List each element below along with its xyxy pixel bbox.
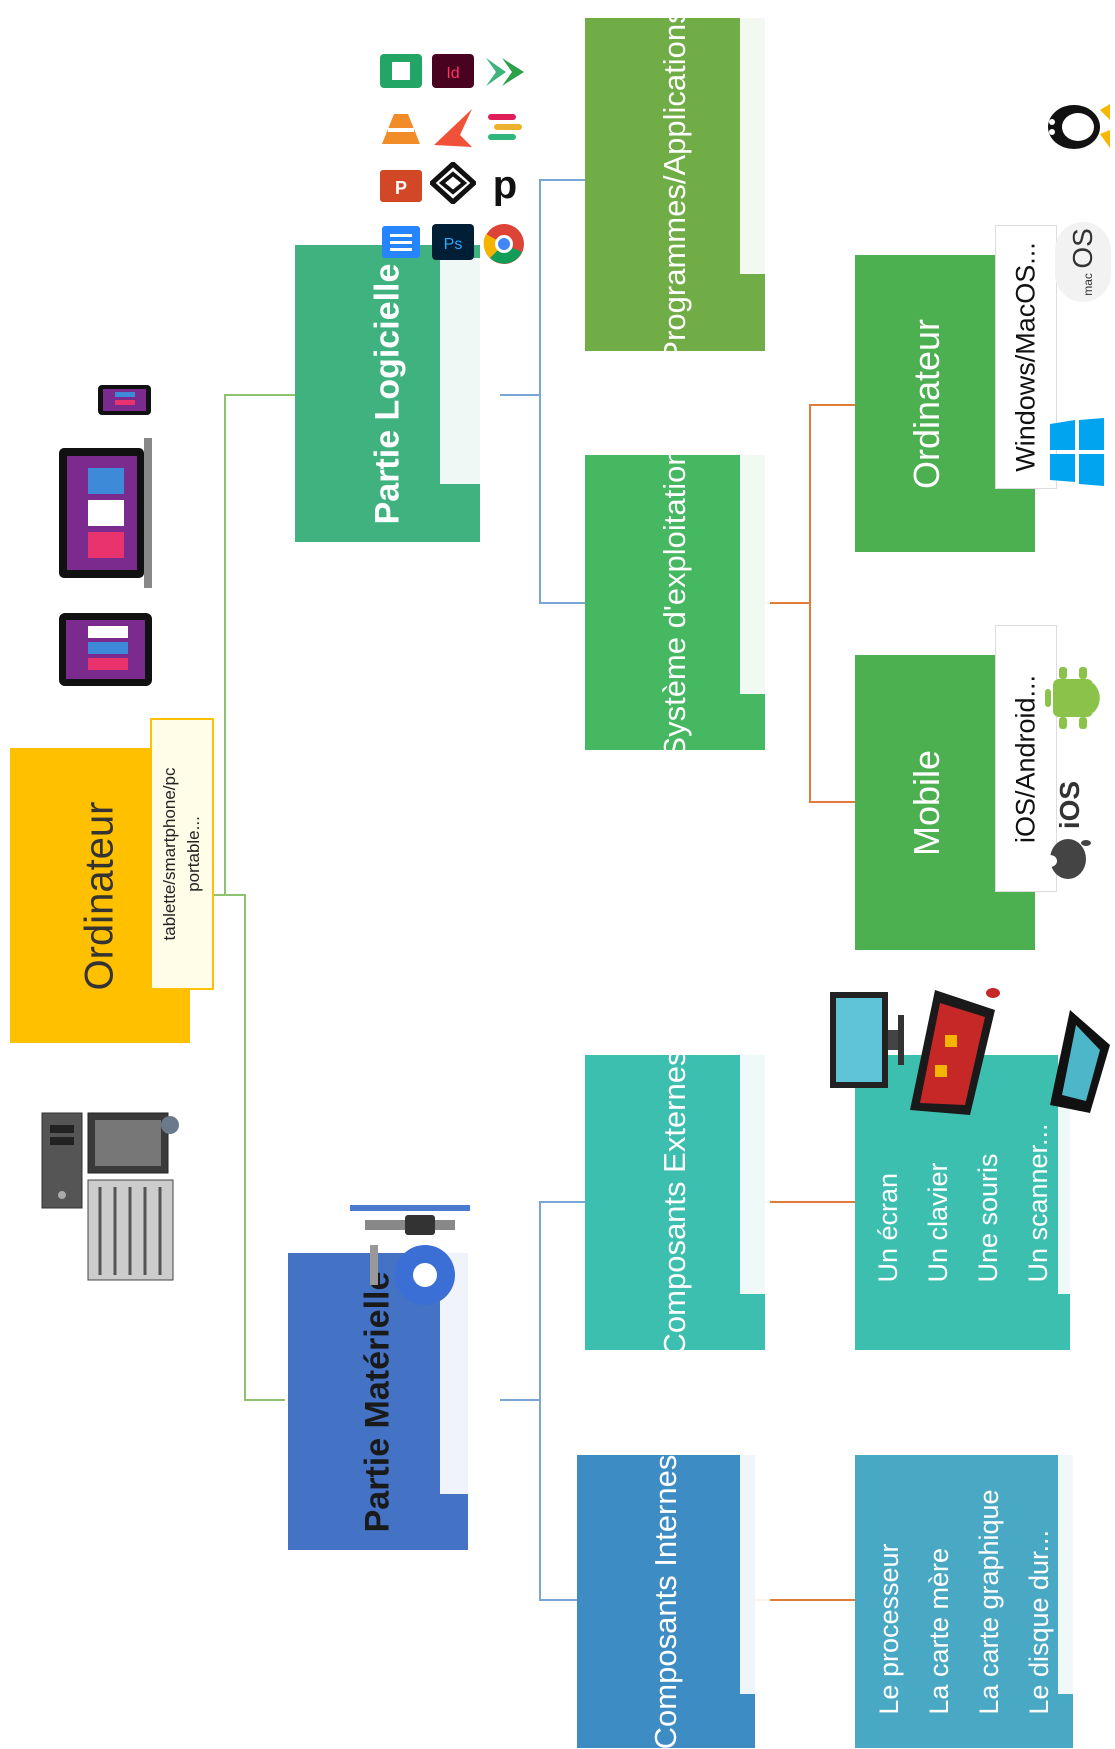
os-computer-examples-tab: Windows/MacOS... bbox=[995, 225, 1057, 489]
software-tab bbox=[440, 258, 498, 484]
apple-icon bbox=[1043, 839, 1091, 879]
internal-item-2: La carte mère bbox=[924, 1547, 954, 1715]
internal-item-4: Le disque dur... bbox=[1024, 1529, 1054, 1715]
docs-icon bbox=[382, 226, 420, 258]
root-note-line1: tablette/smartphone/pc bbox=[160, 767, 179, 941]
external-item-3: Une souris bbox=[972, 1152, 1003, 1283]
root-note: tablette/smartphone/pc portable... bbox=[150, 718, 214, 990]
indesign-icon: Id bbox=[432, 54, 474, 88]
macos-small-label: mac bbox=[1081, 273, 1095, 296]
photoshop-label: Ps bbox=[444, 236, 463, 253]
external-item-2: Un clavier bbox=[922, 1162, 953, 1283]
keyboard-icon bbox=[910, 988, 1000, 1115]
macos-icon: mac OS bbox=[1055, 222, 1111, 302]
sheets-icon bbox=[380, 54, 422, 88]
hardware-tab bbox=[440, 1222, 498, 1494]
external-title: Composants Externes bbox=[657, 1050, 692, 1355]
os-mobile-examples-tab: iOS/Android... bbox=[995, 625, 1057, 892]
programs-node: Programmes/Applications bbox=[585, 8, 765, 361]
pandora-label: p bbox=[493, 163, 517, 206]
tools-icon bbox=[350, 1205, 470, 1305]
os-computer-examples: Windows/MacOS... bbox=[1010, 242, 1041, 472]
connector-software bbox=[500, 179, 585, 396]
vectornator-icon bbox=[486, 58, 524, 86]
internal-tab bbox=[740, 1422, 770, 1694]
vlc-icon bbox=[382, 114, 420, 144]
connector-os bbox=[765, 404, 855, 604]
software-title: Partie Logicielle bbox=[368, 263, 406, 524]
programs-tab bbox=[740, 5, 770, 274]
programs-title: Programmes/Applications bbox=[657, 7, 692, 362]
linux-tux-icon bbox=[1048, 104, 1110, 149]
internal-title: Composants Internes bbox=[648, 1454, 683, 1749]
os-title: Système d'exploitation bbox=[657, 447, 692, 758]
internal-node: Composants Internes bbox=[577, 1454, 755, 1749]
macos-big-label: OS bbox=[1067, 228, 1098, 269]
internal-list-tab bbox=[1058, 1422, 1088, 1694]
internal-list-node: Le processeur La carte mère La carte gra… bbox=[855, 1455, 1073, 1748]
connector-hardware bbox=[500, 1201, 585, 1401]
internal-list: Le processeur La carte mère La carte gra… bbox=[864, 1489, 1064, 1714]
external-list: Un écran Un clavier Une souris Un scanne… bbox=[863, 1123, 1063, 1282]
root-note-line2: portable... bbox=[184, 816, 203, 892]
photoshop-icon: Ps bbox=[432, 224, 474, 260]
connector-os-mobile bbox=[809, 603, 855, 803]
swift-icon bbox=[434, 109, 472, 147]
desktop-computer-icon bbox=[41, 1112, 179, 1281]
os-computer-title: Ordinateur bbox=[906, 318, 947, 489]
smartphone-icon bbox=[98, 385, 151, 415]
powerpoint-label: P bbox=[395, 178, 407, 198]
hardware-node: Partie Matérielle bbox=[288, 1253, 468, 1550]
laptop-icon bbox=[59, 438, 152, 588]
root-title: Ordinateur bbox=[77, 801, 122, 990]
os-node: Système d'exploitation bbox=[585, 448, 765, 757]
windows-icon bbox=[1050, 418, 1104, 486]
connector-software-os bbox=[539, 395, 585, 604]
slack-icon bbox=[488, 114, 522, 140]
external-item-1: Un écran bbox=[872, 1172, 903, 1283]
pandora-icon: p bbox=[493, 163, 517, 206]
indesign-label: Id bbox=[446, 65, 459, 82]
android-icon bbox=[1045, 667, 1100, 729]
scanner-tablet-icon bbox=[1050, 1010, 1110, 1113]
external-item-4: Un scanner... bbox=[1022, 1122, 1053, 1283]
robinhood-icon bbox=[430, 162, 476, 204]
apple-ios-icon: iOS bbox=[1040, 775, 1100, 885]
connector-hardware-int bbox=[539, 1400, 580, 1601]
tablet-icon bbox=[59, 613, 152, 686]
external-node: Composants Externes bbox=[585, 1050, 765, 1355]
external-tab bbox=[740, 1022, 770, 1294]
monitor-icon bbox=[830, 992, 904, 1088]
os-mobile-examples: iOS/Android... bbox=[1010, 674, 1041, 843]
os-mobile-title: Mobile bbox=[906, 749, 947, 856]
os-tab bbox=[740, 425, 770, 694]
powerpoint-icon: P bbox=[380, 170, 422, 202]
ios-label: iOS bbox=[1054, 780, 1085, 830]
connector-root-hw bbox=[225, 894, 285, 1401]
internal-item-3: La carte graphique bbox=[974, 1488, 1004, 1715]
internal-item-1: Le processeur bbox=[874, 1542, 904, 1715]
chrome-icon bbox=[483, 224, 524, 264]
